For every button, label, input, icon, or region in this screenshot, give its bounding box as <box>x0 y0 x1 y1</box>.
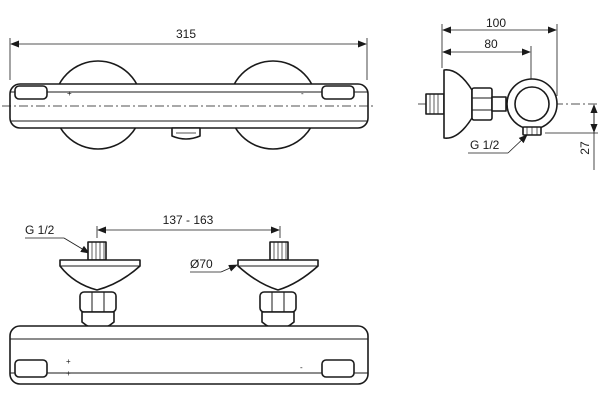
diameter-label: Ø70 <box>190 257 213 271</box>
front-view: 315 + - <box>2 27 376 150</box>
top-thread-label: G 1/2 <box>25 223 55 237</box>
hex-nut <box>471 87 493 121</box>
height-offset-label: 27 <box>578 141 592 155</box>
wall-rosette <box>443 69 473 139</box>
left-inlet-thread <box>87 241 107 261</box>
connector-tube <box>491 96 507 112</box>
inlet-thread <box>425 93 445 115</box>
depth-total-label: 100 <box>486 16 506 30</box>
centre-distance-dimension: 137 - 163 <box>96 213 281 238</box>
body-inner-circle <box>514 86 550 122</box>
right-hex-nut <box>259 291 297 313</box>
top-left-end-cap <box>14 359 48 378</box>
left-connection <box>59 241 141 330</box>
right-end-cap <box>321 85 355 100</box>
right-connection <box>237 241 319 330</box>
left-hex-nut <box>79 291 117 313</box>
cold-mark: - <box>301 89 304 98</box>
side-view: 100 80 <box>418 16 598 170</box>
left-end-cap <box>14 85 48 100</box>
overall-length-label: 315 <box>176 27 196 41</box>
diameter-callout: Ø70 <box>190 257 238 273</box>
left-rosette <box>59 259 141 291</box>
top-thread-callout: G 1/2 <box>25 223 90 254</box>
top-hot-mark: + <box>66 357 71 366</box>
bottom-outlet <box>171 127 201 140</box>
right-inlet-thread <box>269 241 289 261</box>
depth-total-dimension: 100 <box>441 16 558 96</box>
mixer-body-top <box>9 325 369 385</box>
top-cold-mark: - <box>300 363 303 372</box>
side-thread-callout: G 1/2 <box>468 134 528 154</box>
right-rosette <box>237 259 319 291</box>
overall-length-dimension: 315 <box>9 27 368 80</box>
top-hot-mark-2: + <box>66 369 71 378</box>
top-right-end-cap <box>321 359 355 378</box>
centre-distance-label: 137 - 163 <box>163 213 214 227</box>
depth-inlet-label: 80 <box>484 37 498 51</box>
top-view: G 1/2 137 - 163 Ø70 <box>9 213 369 385</box>
height-offset-dimension: 27 <box>545 104 598 170</box>
side-thread-label: G 1/2 <box>470 138 500 152</box>
hot-mark: + <box>67 89 72 98</box>
